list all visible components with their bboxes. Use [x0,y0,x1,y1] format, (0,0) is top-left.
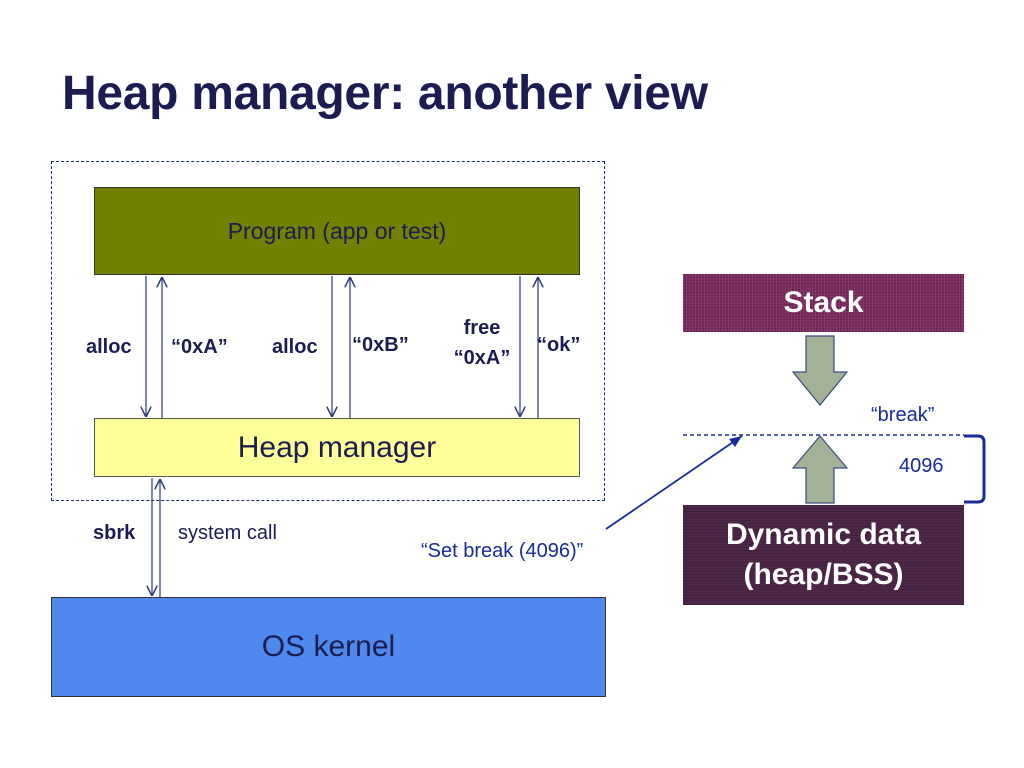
break-label: “break” [871,404,935,426]
set-break-label: “Set break (4096)” [421,540,584,562]
slide-title: Heap manager: another view [62,67,708,120]
free-label: free [463,317,501,339]
return-ok-label: “ok” [537,334,581,356]
heap-manager-label: Heap manager [237,430,437,464]
set-break-pointer [605,435,743,530]
stack-label: Stack [783,286,864,319]
dynamic-data-label: Dynamic data [725,518,922,551]
heap-manager-box: Heap manager [94,418,580,477]
sbrk-label: sbrk [93,522,136,544]
free-arg-label: “0xA” [453,347,511,369]
os-kernel-box: OS kernel [51,597,606,697]
return-0xB-label: “0xB” [352,334,409,356]
stack-segment: Stack [683,274,964,332]
alloc-label-2: alloc [272,336,318,358]
return-0xA-label: “0xA” [171,336,228,358]
program-box: Program (app or test) [94,187,580,275]
os-kernel-label: OS kernel [261,630,396,663]
system-call-label: system call [178,522,277,544]
break-size-label: 4096 [899,455,944,477]
alloc-label-1: alloc [86,336,132,358]
stack-growth-arrow [791,335,849,406]
program-label: Program (app or test) [227,217,447,244]
set-break-pointer-head [729,436,742,447]
process-boundary [51,161,605,501]
size-bracket [964,434,986,504]
heap-growth-arrow [791,435,849,504]
dynamic-data-segment: Dynamic data (heap/BSS) [683,505,964,605]
heap-bss-label: (heap/BSS) [743,558,904,591]
